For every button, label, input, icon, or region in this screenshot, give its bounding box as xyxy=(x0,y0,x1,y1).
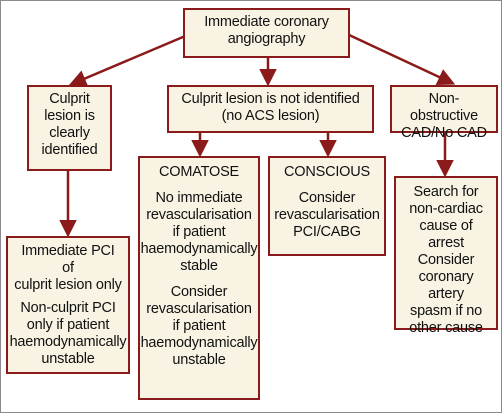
node-title: COMATOSE xyxy=(158,164,240,180)
line: haemodynamically xyxy=(140,241,258,257)
line: Search for xyxy=(413,184,479,200)
node-search-non-cardiac-cause: Search for non-cardiac cause of arrest C… xyxy=(394,176,498,336)
line: identified xyxy=(41,142,98,158)
arrow-to-culprit-identified xyxy=(68,32,191,87)
node-comatose: COMATOSE No immediate revascularisation … xyxy=(138,156,260,400)
line: haemodynamically xyxy=(9,334,127,350)
line: angiography xyxy=(227,31,306,47)
line: Culprit lesion is not identified xyxy=(181,91,360,107)
line: revascularisation xyxy=(146,301,252,317)
line: coronary artery xyxy=(418,269,474,302)
line: revascularisation xyxy=(274,207,380,223)
line: lesion is xyxy=(44,108,95,124)
line: Consider xyxy=(417,252,475,268)
node-immediate-coronary-angiography: Immediate coronary angiography xyxy=(183,8,350,58)
line: revascularisation xyxy=(146,207,252,223)
line: Non-obstructive xyxy=(410,91,478,124)
node-non-obstructive-cad: Non-obstructive CAD/No CAD xyxy=(390,85,498,141)
node-immediate-pci: Immediate PCI of culprit lesion only Non… xyxy=(6,236,130,374)
line: unstable xyxy=(41,351,95,367)
line: Consider xyxy=(298,190,356,206)
line: Culprit xyxy=(49,91,90,107)
line: if patient xyxy=(172,318,226,334)
line: other cause xyxy=(409,320,483,336)
line: haemodynamically xyxy=(140,335,258,351)
line: Immediate coronary xyxy=(204,14,329,30)
line: CAD/No CAD xyxy=(401,125,487,141)
line: unstable xyxy=(172,352,226,368)
node-culprit-lesion-identified: Culprit lesion is clearly identified xyxy=(27,85,112,171)
line: cause of arrest xyxy=(419,218,473,251)
line: spasm if no xyxy=(410,303,482,319)
line: No immediate xyxy=(155,190,243,206)
node-culprit-lesion-not-identified: Culprit lesion is not identified (no ACS… xyxy=(167,85,374,133)
line: (no ACS lesion) xyxy=(221,108,320,124)
line: non-cardiac xyxy=(409,201,483,217)
line: Consider xyxy=(170,284,228,300)
line: Non-culprit PCI xyxy=(20,300,116,316)
line: clearly xyxy=(49,125,90,141)
node-title: CONSCIOUS xyxy=(283,164,370,180)
line: culprit lesion only xyxy=(14,277,122,293)
line: Immediate PCI of xyxy=(21,243,115,276)
arrow-to-non-obstructive xyxy=(346,32,456,86)
line: stable xyxy=(180,258,218,274)
node-conscious: CONSCIOUS Consider revascularisation PCI… xyxy=(268,156,386,256)
line: if patient xyxy=(172,224,226,240)
line: only if patient xyxy=(26,317,110,333)
line: PCI/CABG xyxy=(293,224,361,240)
